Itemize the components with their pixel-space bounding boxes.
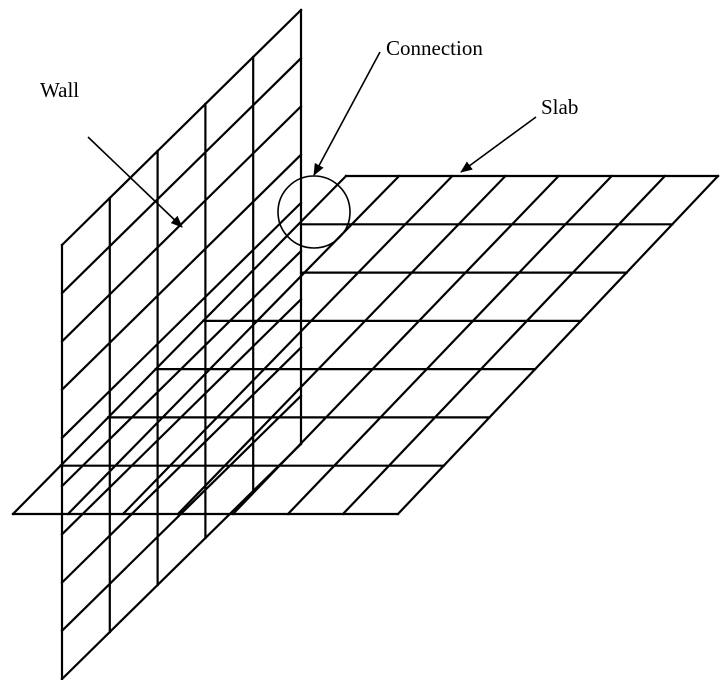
slab-diagonal-line (396, 174, 720, 516)
slab-diagonal-line (121, 174, 454, 516)
slab-diagonal-line (341, 174, 667, 516)
wall-slanted-line (60, 153, 303, 392)
slab-diagonal-line (11, 174, 348, 516)
wall-slanted-line (60, 104, 303, 343)
slab-grid (11, 174, 720, 516)
wall-slanted-line (60, 297, 303, 536)
wall-slanted-line (60, 8, 303, 247)
wall-grid (60, 8, 303, 680)
wall-arrow (87, 136, 183, 228)
wall-slanted-line (60, 56, 303, 295)
connection-circle (277, 175, 351, 249)
wall-slanted-line (60, 394, 303, 633)
connection-arrow (313, 51, 381, 176)
slab-arrow (460, 116, 537, 173)
slab-diagonal-line (286, 174, 614, 516)
wall-slanted-line (60, 249, 303, 488)
slab-label: Slab (541, 95, 579, 119)
wall-slanted-line (60, 201, 303, 440)
slab-diagonal-line (176, 174, 507, 516)
wall-label: Wall (40, 78, 80, 102)
wall-slanted-line (60, 346, 303, 585)
wall-slanted-line (60, 442, 303, 680)
connection-label: Connection (386, 36, 483, 60)
